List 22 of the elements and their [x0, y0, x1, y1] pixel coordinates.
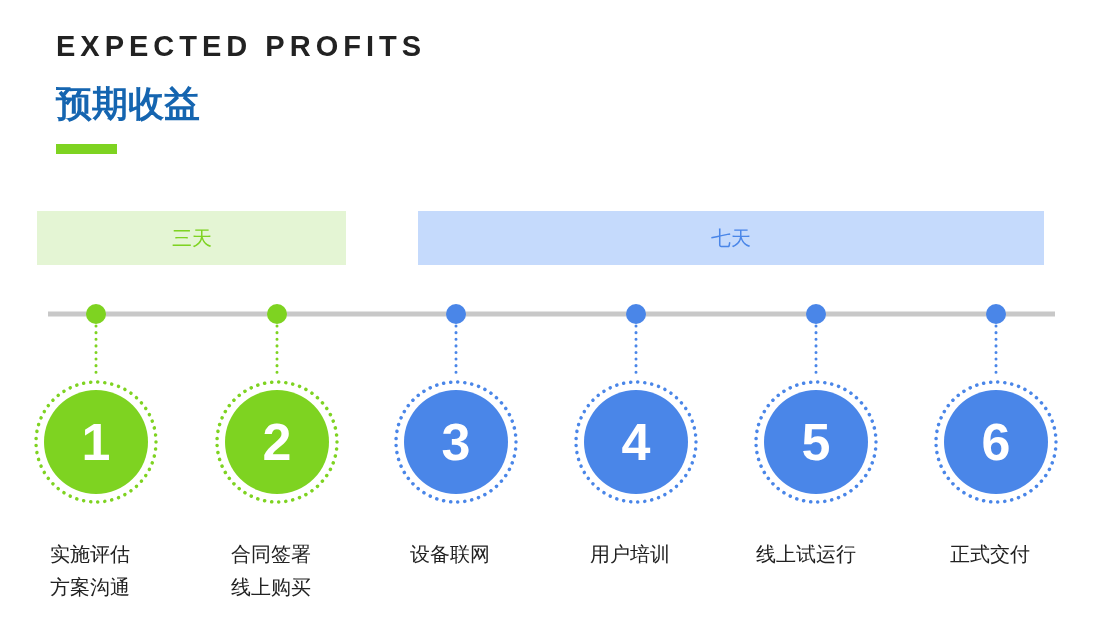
step-description: 正式交付	[950, 541, 1031, 568]
duration-band: 七天	[418, 211, 1044, 265]
timeline-dot	[446, 304, 466, 324]
step-circle: 3	[394, 380, 518, 504]
step-circle: 4	[574, 380, 698, 504]
step-description: 用户培训	[590, 541, 671, 568]
step-circle: 5	[754, 380, 878, 504]
step-circle: 1	[34, 380, 158, 504]
timeline-dot	[986, 304, 1006, 324]
duration-band: 三天	[37, 211, 346, 265]
step-description: 设备联网	[410, 541, 491, 568]
step-circle: 6	[934, 380, 1058, 504]
step-description: 合同签署线上购买	[231, 541, 312, 601]
step-description: 线上试运行	[756, 541, 856, 568]
subtitle: 预期收益	[56, 82, 200, 126]
timeline-dot	[806, 304, 826, 324]
timeline-dot	[86, 304, 106, 324]
step-description: 实施评估方案沟通	[50, 541, 131, 601]
title: EXPECTED PROFITS	[56, 30, 427, 63]
timeline-dot	[267, 304, 287, 324]
step-circle: 2	[215, 380, 339, 504]
timeline-dot	[626, 304, 646, 324]
